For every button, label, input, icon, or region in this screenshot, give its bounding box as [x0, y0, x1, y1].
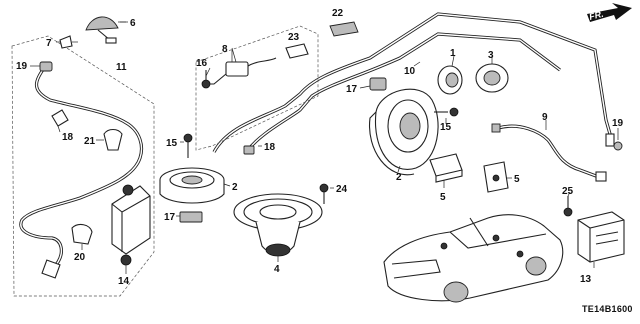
clip-20 [71, 223, 93, 250]
callout-24: 24 [336, 184, 348, 195]
antenna-feeder-cable [212, 12, 615, 153]
clip-19-right [613, 141, 623, 151]
callout-22: 22 [332, 8, 344, 19]
callout-17-lower: 17 [164, 212, 176, 223]
callout-5-center: 5 [440, 192, 446, 203]
callout-15-right: 15 [440, 122, 452, 133]
screw-15-right [434, 107, 459, 117]
callout-2-right: 2 [396, 172, 402, 183]
module-5-right [483, 161, 509, 193]
callout-16: 16 [196, 58, 208, 69]
clip-18-left [51, 109, 69, 133]
screw-15-left [183, 133, 193, 158]
door-speaker-2-right [369, 88, 439, 176]
callout-14: 14 [118, 276, 130, 287]
callout-25: 25 [562, 186, 574, 197]
callout-20: 20 [74, 252, 86, 263]
callout-3: 3 [488, 50, 494, 61]
module-5-center [429, 153, 463, 183]
clip-19-left [30, 61, 53, 72]
callout-9: 9 [542, 112, 548, 123]
front-direction-arrow: FR. [587, 3, 632, 22]
clip-18-center [243, 145, 255, 155]
antenna-nut-7 [59, 35, 73, 49]
antenna-lead-9 [491, 123, 607, 182]
vehicle-illustration [383, 214, 564, 303]
unit-13 [577, 211, 625, 268]
callout-19-left: 19 [16, 61, 28, 72]
clip-17-top [369, 77, 387, 91]
diagram-code: TE14B1600 [582, 304, 633, 314]
callout-2-left: 2 [232, 182, 238, 193]
callout-5-right: 5 [514, 174, 520, 185]
tweeter-3 [475, 56, 509, 93]
callouts: 6 7 19 11 18 21 20 14 22 23 8 16 10 17 1… [16, 8, 624, 287]
callout-15-left: 15 [166, 138, 178, 149]
callout-21: 21 [84, 136, 96, 147]
clamp-21 [96, 128, 123, 151]
screw-24 [319, 183, 329, 204]
pad-23 [285, 43, 309, 59]
antenna-amp-8 [201, 47, 277, 89]
callout-13: 13 [580, 274, 592, 285]
speaker-2-left [159, 167, 231, 204]
sub-harness [19, 67, 144, 279]
group-outline-left [11, 35, 155, 297]
woofer-speaker-4 [233, 193, 323, 262]
leader-lines [72, 21, 619, 217]
callout-8: 8 [222, 44, 228, 55]
roof-antenna-6 [56, 16, 126, 49]
clip-17-lower [179, 211, 203, 223]
feeder-connector-right [605, 133, 615, 147]
callout-17-top: 17 [346, 84, 358, 95]
callout-19-right: 19 [612, 118, 624, 129]
callout-4: 4 [274, 264, 280, 275]
callout-7: 7 [46, 38, 52, 49]
bolt-25 [563, 196, 573, 217]
callout-10: 10 [404, 66, 416, 77]
pad-22 [329, 21, 359, 37]
callout-11: 11 [116, 62, 127, 73]
tweeter-1 [437, 55, 463, 95]
callout-18-center: 18 [264, 142, 276, 153]
bolt-16 [201, 70, 211, 89]
front-direction-label: FR. [588, 9, 604, 22]
callout-23: 23 [288, 32, 300, 43]
group-outline-top [195, 25, 319, 151]
harness-connector-bottom [41, 259, 61, 279]
callout-6: 6 [130, 18, 136, 29]
tuner-unit-14 [111, 184, 151, 274]
callout-18-left: 18 [62, 132, 74, 143]
callout-1: 1 [450, 48, 456, 59]
